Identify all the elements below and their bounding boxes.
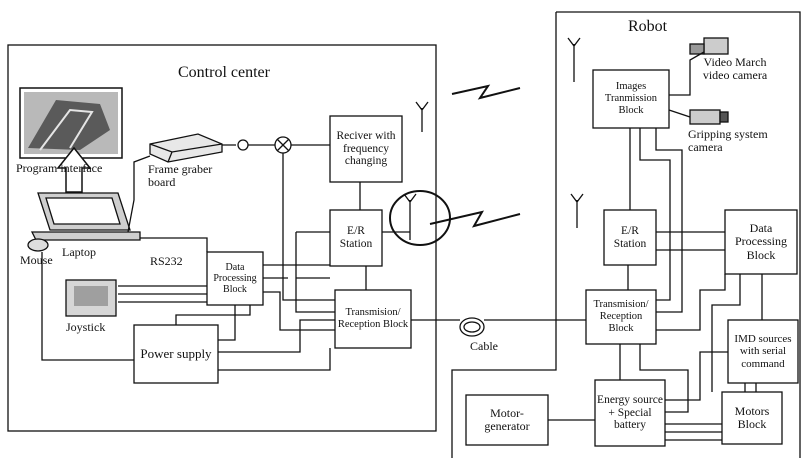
antenna-receiver — [415, 101, 429, 132]
frame-grabber-label: Frame graber board — [148, 162, 213, 190]
transmission-box-r — [585, 289, 657, 345]
control-center-frame — [7, 44, 437, 432]
energy-box — [594, 379, 666, 447]
cable-coil — [459, 317, 485, 337]
data-processing-box-r — [724, 209, 798, 275]
receiver-text: Reciver with frequency changing — [336, 129, 396, 168]
wireless-link-top — [451, 84, 521, 100]
er-station-text-cc: E/R Station — [339, 225, 373, 250]
transmission-text-cc: Transmision/ Reception Block — [337, 307, 409, 330]
laptop-label: Laptop — [62, 245, 96, 259]
wireless-ring — [389, 190, 451, 246]
images-tx-box — [592, 69, 670, 129]
wireless-link-mid — [429, 210, 521, 228]
antenna-er-cc — [403, 193, 417, 240]
motor-generator-text: Motor- generator — [484, 405, 530, 433]
data-processing-text-cc: Data Processing Block — [213, 261, 257, 296]
robot-frame — [451, 11, 801, 458]
power-supply-text: Power supply — [140, 345, 212, 361]
er-station-text-r: E/R Station — [613, 224, 647, 250]
video-camera-shape — [703, 37, 729, 55]
er-station-box-cc — [329, 209, 383, 267]
mouse-label: Mouse — [20, 253, 53, 267]
energy-text: Energy source + Special battery — [597, 393, 663, 432]
frame-grabber-shape — [149, 133, 223, 163]
images-tx-text: Images Tranmission Block — [604, 81, 658, 116]
mouse-shape — [27, 238, 49, 252]
up-arrow — [56, 146, 92, 193]
gripping-camera-shape — [689, 109, 721, 125]
switch-symbol — [237, 139, 249, 151]
gripping-camera-label: Gripping system camera — [688, 127, 768, 155]
joystick-label: Joystick — [66, 320, 106, 334]
robot-title: Robot — [628, 18, 668, 35]
transmission-box-cc — [334, 289, 412, 349]
transmission-text-r: Transmision/ Reception Block — [593, 299, 649, 334]
motors-box — [721, 391, 783, 445]
video-camera-label: Video March video camera — [702, 55, 768, 83]
imd-text: IMD sources with serial command — [734, 333, 792, 370]
cable-label: Cable — [470, 339, 498, 353]
data-processing-text-r: Data Processing Block — [735, 220, 787, 262]
antenna-images — [567, 37, 581, 82]
program-interface-label: Program interface — [16, 161, 103, 175]
rs232-label: RS232 — [150, 254, 183, 268]
antenna-er-r — [570, 193, 584, 228]
motors-text: Motors Block — [734, 403, 770, 431]
receiver-box — [329, 115, 403, 183]
control-center-title: Control center — [178, 64, 270, 81]
